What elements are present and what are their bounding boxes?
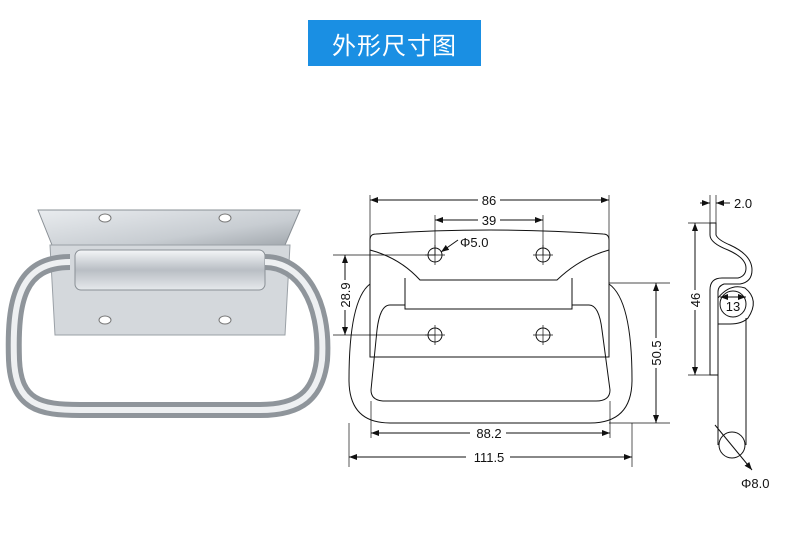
dim-86: 86 [482,193,496,208]
dim-46: 46 [688,293,703,307]
dim-hole-diameter: Φ5.0 [460,235,488,250]
side-view-drawing [688,195,754,471]
front-view-labels: 86 39 Φ5.0 28.9 50.5 88.2 111.5 [338,192,664,465]
dim-13: 13 [726,299,740,314]
dim-thickness: 2.0 [734,196,752,211]
dim-rod-diameter: Φ8.0 [741,476,769,491]
dim-50-5: 50.5 [649,340,664,365]
mounting-holes [425,245,553,345]
dim-28-9: 28.9 [338,282,353,307]
product-photo [5,209,331,418]
dim-39: 39 [482,213,496,228]
dim-111-5: 111.5 [474,450,505,465]
dim-88-2: 88.2 [476,426,501,441]
page-title-banner: 外形尺寸图 [308,20,481,66]
side-view-labels: 2.0 46 13 Φ8.0 [688,196,769,491]
